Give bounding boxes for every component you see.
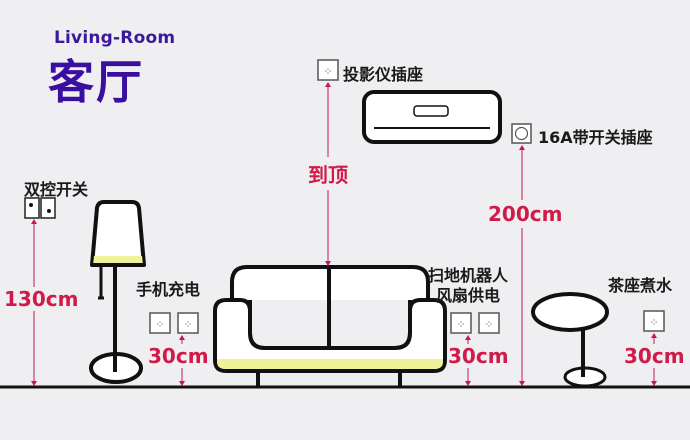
ac-unit-icon: [362, 90, 502, 144]
svg-text:⁘: ⁘: [456, 318, 465, 331]
measure-switch-height: 130cm: [4, 287, 79, 311]
socket-icon: ⁘: [317, 59, 339, 81]
floor-lamp-icon: [89, 200, 146, 384]
svg-text:⁘: ⁘: [323, 65, 332, 78]
svg-text:⁘: ⁘: [183, 318, 192, 331]
label-double-switch: 双控开关: [24, 180, 89, 199]
measure-ac-height: 200cm: [488, 200, 563, 228]
label-tea: 茶座煮水: [608, 276, 673, 295]
measure-robot-height: 30cm: [448, 344, 509, 368]
svg-text:⁘: ⁘: [649, 316, 658, 329]
svg-text:⁘: ⁘: [484, 318, 493, 331]
socket-icon: ⁘ ⁘: [450, 312, 500, 334]
socket-icon: ⁘: [643, 310, 665, 332]
measure-projector-height: 到顶: [308, 157, 348, 190]
label-phone-charge: 手机充电: [136, 280, 201, 299]
label-robot-fan-line2: 风扇供电: [436, 286, 501, 305]
socket-icon: [511, 123, 532, 144]
double-switch-icon: [24, 197, 56, 219]
socket-icon: ⁘ ⁘: [149, 312, 199, 334]
label-ac-socket: 16A带开关插座: [538, 128, 653, 147]
measure-tea-height: 30cm: [624, 344, 685, 368]
title-english: Living-Room: [54, 28, 176, 48]
measure-phone-height: 30cm: [148, 344, 209, 368]
label-robot-fan-line1: 扫地机器人: [428, 266, 509, 285]
label-projector-socket: 投影仪插座: [343, 65, 424, 84]
page-title: 客厅: [48, 55, 144, 109]
svg-text:⁘: ⁘: [155, 318, 164, 331]
sofa-icon: [213, 265, 447, 386]
tea-table-icon: [531, 292, 609, 388]
